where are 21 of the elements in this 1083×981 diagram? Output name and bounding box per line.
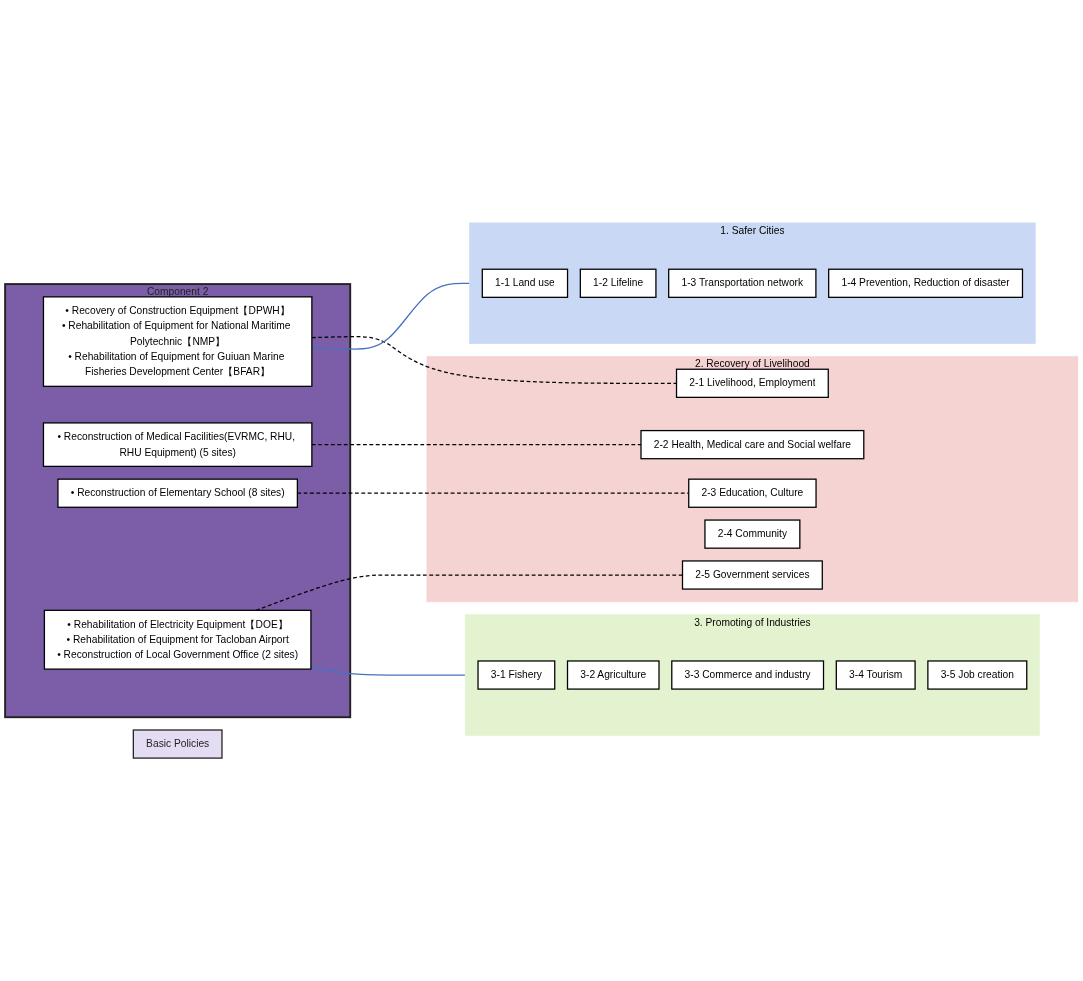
node-box: 1-2 Lifeline [579, 268, 657, 298]
node-box: • Reconstruction of Elementary School (8 sites) [57, 478, 298, 508]
node-box: • Reconstruction of Medical Facilities(EVRMC, RHU, RHU Equipment) (5 sites) [42, 422, 313, 467]
node-box: • Recovery of Construction Equipment【DPWH】 • Rehabilitation of Equipment for National Maritime Polytechnic【NMP】 • Rehabilitation of Equipment for Guiuan Marine Fisheries Development Center【BFAR】 [42, 296, 313, 387]
node-box: 2-4 Community [704, 519, 801, 549]
node-box: 2-1 Livelihood, Employment [675, 368, 829, 398]
node-box: 1-1 Land use [481, 268, 569, 298]
node-box: 2-5 Government services [681, 560, 823, 590]
node-box: 3-5 Job creation [927, 660, 1028, 690]
node-box: 3-4 Tourism [835, 660, 916, 690]
node-box: 1-3 Transportation network [668, 268, 817, 298]
connector [310, 666, 466, 676]
node-box: • Rehabilitation of Electricity Equipment【DOE】 • Rehabilitation of Equipment for Tacloban Airport • Reconstruction of Local Government Office (2 sites) [43, 609, 312, 670]
node-box: 3-2 Agriculture [566, 660, 660, 690]
node-box: 2-3 Education, Culture [688, 478, 817, 508]
node-box: Basic Policies [132, 729, 223, 759]
node-box: 3-3 Commerce and industry [671, 660, 825, 690]
node-box: 3-1 Fishery [477, 660, 556, 690]
node-box: 2-2 Health, Medical care and Social welfare [640, 429, 865, 460]
connector [311, 282, 471, 350]
node-box: 1-4 Prevention, Reduction of disaster [828, 268, 1024, 298]
